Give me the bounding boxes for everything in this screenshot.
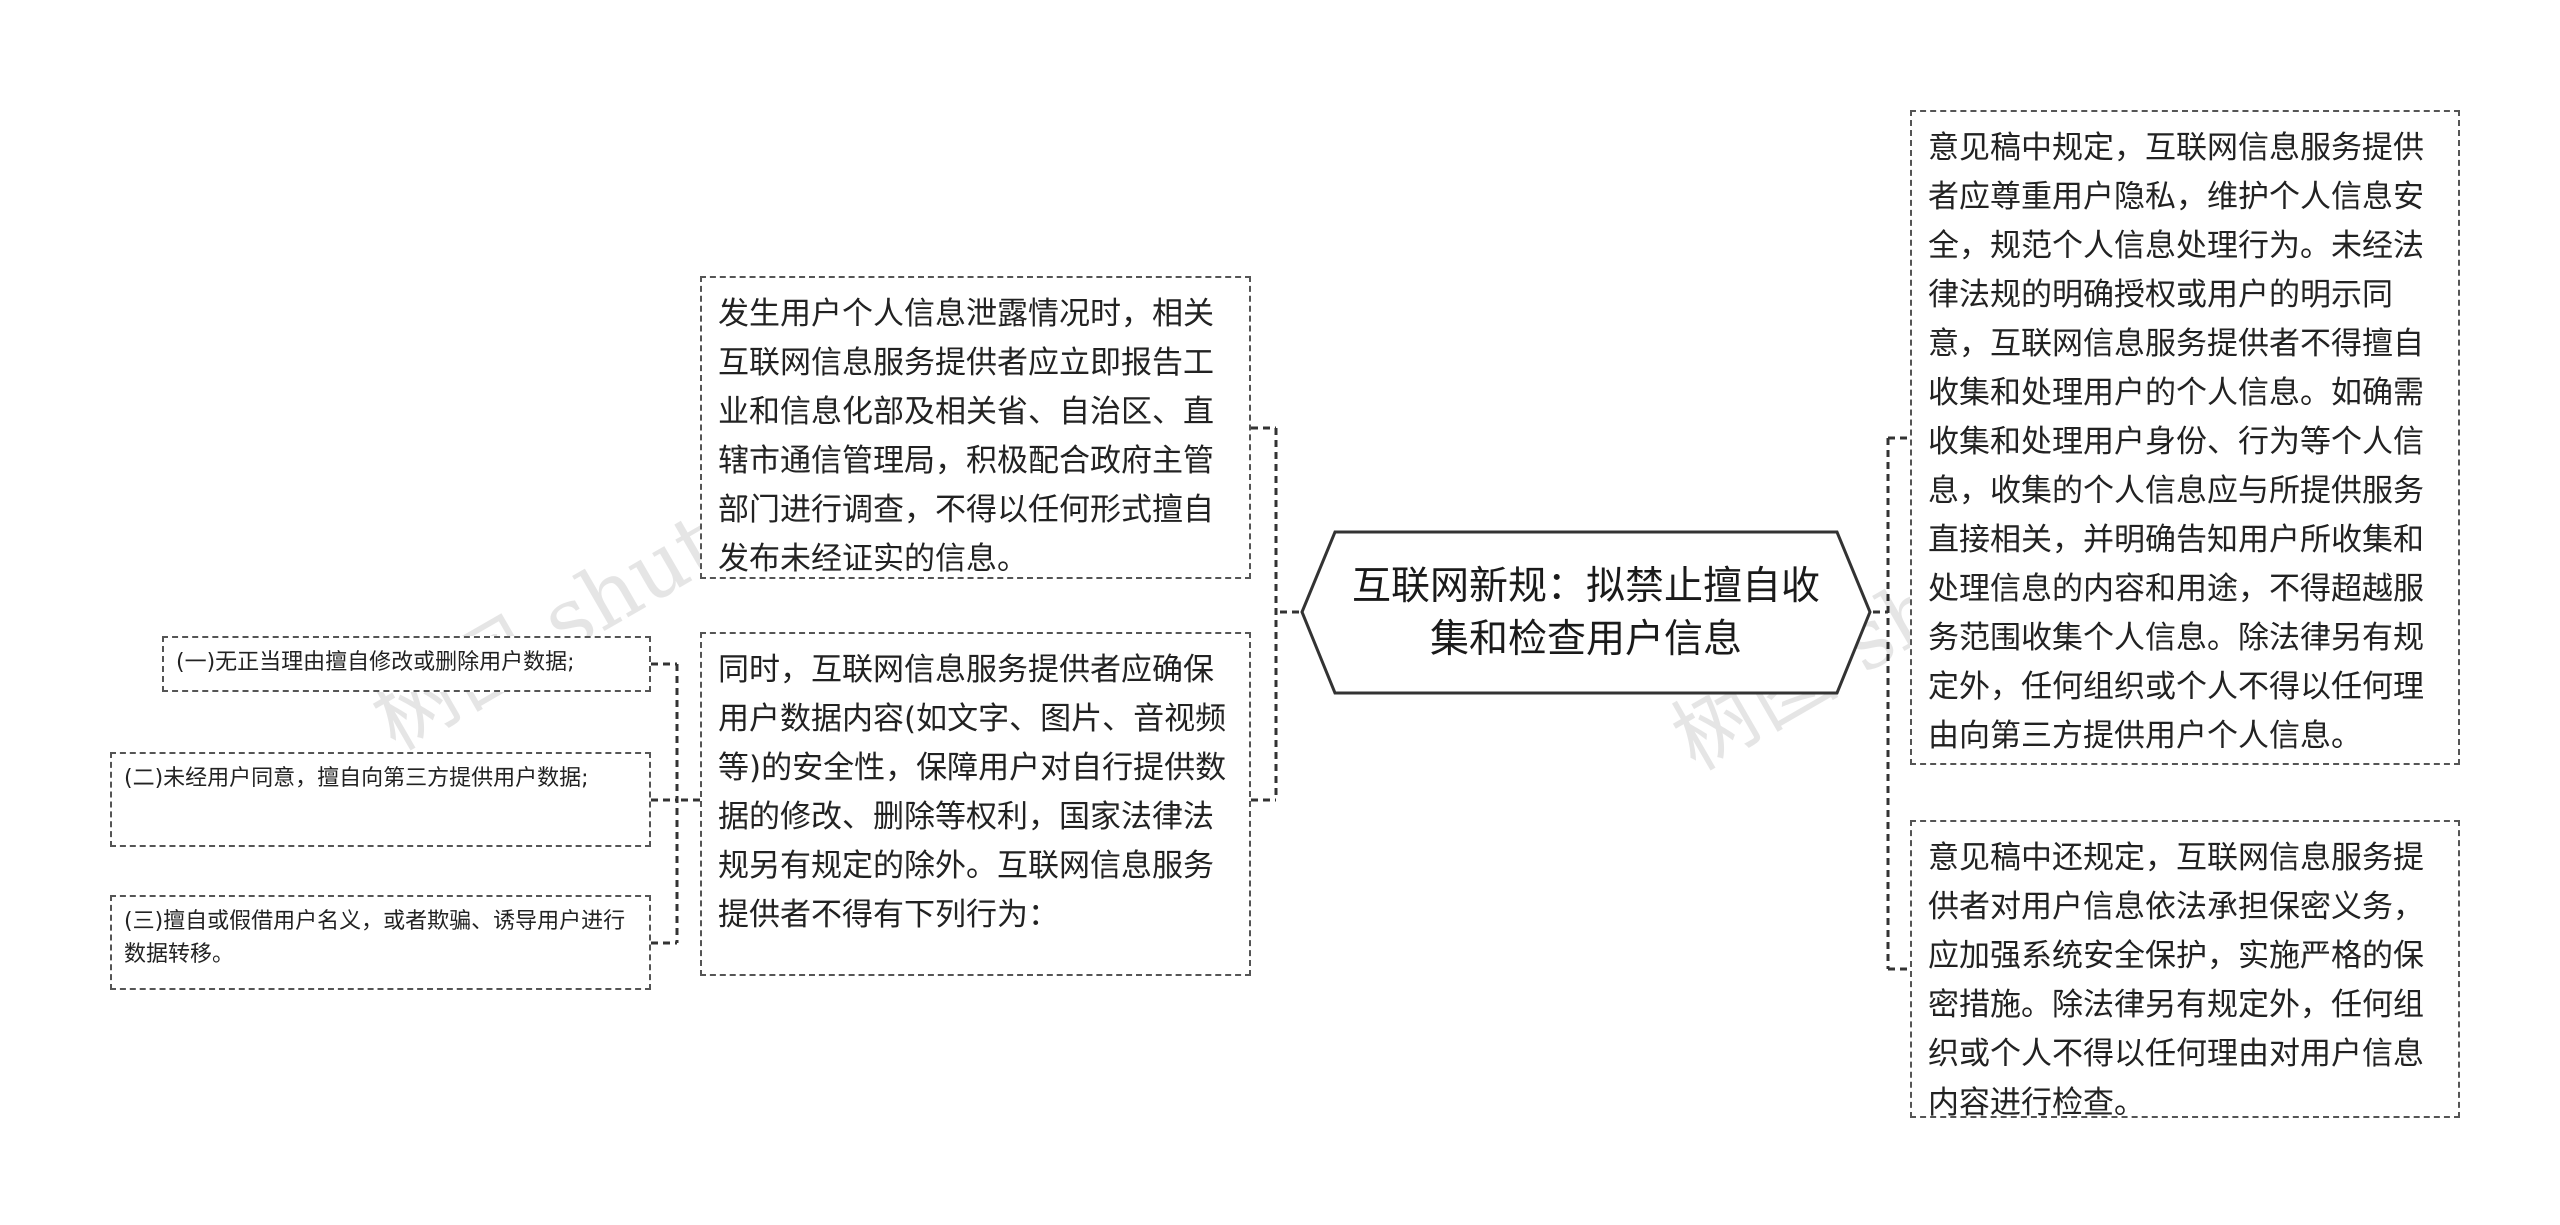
root-node-title: 互联网新规：拟禁止擅自收集和检查用户信息: [1351, 563, 1820, 662]
root-node-shape: [1300, 530, 1872, 695]
root-node[interactable]: 互联网新规：拟禁止擅自收集和检查用户信息: [1299, 529, 1873, 696]
left-branch-node-2[interactable]: 同时，互联网信息服务提供者应确保用户数据内容(如文字、图片、音视频等)的安全性，…: [700, 632, 1251, 976]
leaf-node-1[interactable]: (一)无正当理由擅自修改或删除用户数据;: [162, 636, 651, 692]
leaf-node-3[interactable]: (三)擅自或假借用户名义，或者欺骗、诱导用户进行数据转移。: [110, 895, 651, 990]
leaf-node-2[interactable]: (二)未经用户同意，擅自向第三方提供用户数据;: [110, 752, 651, 847]
connector-root-left: [1251, 426, 1299, 802]
connector-root-right: [1873, 436, 1910, 971]
right-branch-node-2[interactable]: 意见稿中还规定，互联网信息服务提供者对用户信息依法承担保密义务，应加强系统安全保…: [1910, 820, 2460, 1121]
connector-branch-leaves: [651, 662, 700, 945]
right-branch-node-1[interactable]: 意见稿中规定，互联网信息服务提供者应尊重用户隐私，维护个人信息安全，规范个人信息…: [1910, 110, 2460, 765]
left-branch-node-1[interactable]: 发生用户个人信息泄露情况时，相关互联网信息服务提供者应立即报告工业和信息化部及相…: [700, 276, 1251, 579]
